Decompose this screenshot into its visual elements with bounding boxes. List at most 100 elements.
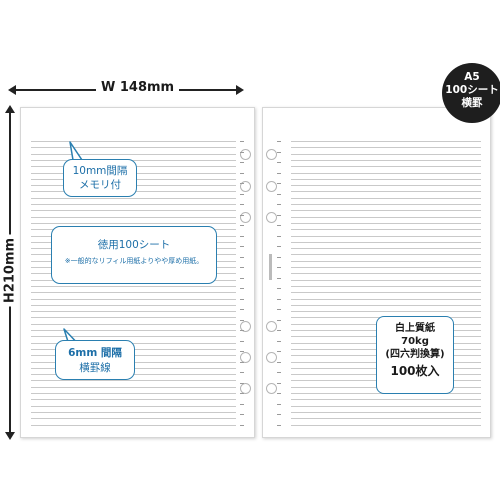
ruled-line [291,147,481,149]
ruled-line [31,197,236,199]
ruled-line [31,285,236,287]
ruled-line [291,418,481,420]
ruled-line [291,222,481,224]
scale-tick [277,277,281,279]
scale-tick [277,246,281,247]
ruled-line [31,141,236,142]
callout-scale-line1: 10mm間隔 [72,165,128,177]
scale-tick [240,340,244,342]
scale-tick [240,214,244,216]
scale-tick [240,424,244,426]
ruled-line [291,229,481,231]
callout-value-line1: 徳用100シート [97,239,171,251]
ruled-line [291,260,481,262]
scale-tick [277,162,281,163]
spec-sheet-count: 100枚入 [390,364,440,378]
scale-tick [277,414,281,415]
binder-hole [266,321,277,332]
ruled-line [31,399,236,401]
ruled-line [291,285,481,287]
scale-tick [277,330,281,331]
scale-tick [277,361,281,363]
scale-tick [240,151,244,153]
height-label: H210mm [2,234,18,307]
ruled-line [291,248,481,250]
ruled-line [291,178,481,180]
scale-tick [240,277,244,279]
scale-tick [240,330,244,331]
ruled-line [291,304,481,306]
width-arrow-right [236,85,244,95]
scale-tick [240,403,244,405]
scale-tick [240,256,244,258]
scale-tick [240,382,244,384]
ruled-line [31,153,236,155]
scale-tick [240,193,244,195]
scale-tick [277,372,281,373]
ruled-line [291,185,481,187]
ruled-line [291,153,481,155]
scale-tick [240,141,244,142]
height-arrow-top [5,105,15,113]
scale-tick [240,235,244,237]
scale-tick [240,204,244,205]
ruled-line [291,267,481,268]
height-arrow-bottom [5,432,15,440]
ruled-line [291,405,481,407]
scale-tick [277,340,281,342]
scale-tick [277,141,281,142]
scale-tick [277,183,281,184]
ruled-line [291,159,481,161]
spec-weight: 70kg [401,336,429,347]
ruled-line [31,411,236,413]
ruled-line [31,304,236,306]
width-label: W 148mm [96,80,180,95]
callout-value-line2: ※一般的なリフィル用紙よりやや厚め用紙。 [64,257,204,265]
scale-tick [277,382,281,384]
ruled-line [31,222,236,224]
ruled-line [291,241,481,243]
tiny-print-mark [269,254,272,280]
width-arrow-left [8,85,16,95]
binder-hole [240,212,251,223]
scale-tick [277,151,281,153]
scale-tick [277,225,281,226]
scale-tick [277,267,281,268]
ruled-line [31,317,236,319]
scale-tick [277,288,281,289]
scale-tick [277,424,281,426]
scale-tick [240,361,244,363]
ruled-line [291,424,481,426]
ruled-line [31,323,236,325]
scale-tick [277,319,281,321]
ruled-line [291,311,481,313]
ruled-line [291,399,481,401]
ruled-line [31,418,236,420]
badge-count: 100シート [445,84,499,96]
ruled-line [31,216,236,218]
scale-tick [240,372,244,373]
ruled-line [31,330,236,331]
scale-tick [240,172,244,174]
binder-hole [266,352,277,363]
scale-tick [240,393,244,394]
scale-ticks-right [277,108,281,437]
ruled-line [31,393,236,394]
badge-size: A5 [464,71,480,83]
scale-tick [277,193,281,195]
scale-tick [240,225,244,226]
ruled-line [291,141,481,142]
ruled-line [291,204,481,205]
ruled-line [291,292,481,294]
badge-ruling: 横罫 [461,97,483,109]
scale-tick [277,393,281,394]
binder-hole [266,149,277,160]
ruled-line [31,405,236,407]
scale-tick [277,403,281,405]
spec-weight-note: (四六判換算) [385,349,445,360]
scale-tick [240,183,244,184]
scale-tick [240,298,244,300]
binder-hole [266,181,277,192]
ruled-line [291,197,481,199]
ruled-line [291,172,481,174]
